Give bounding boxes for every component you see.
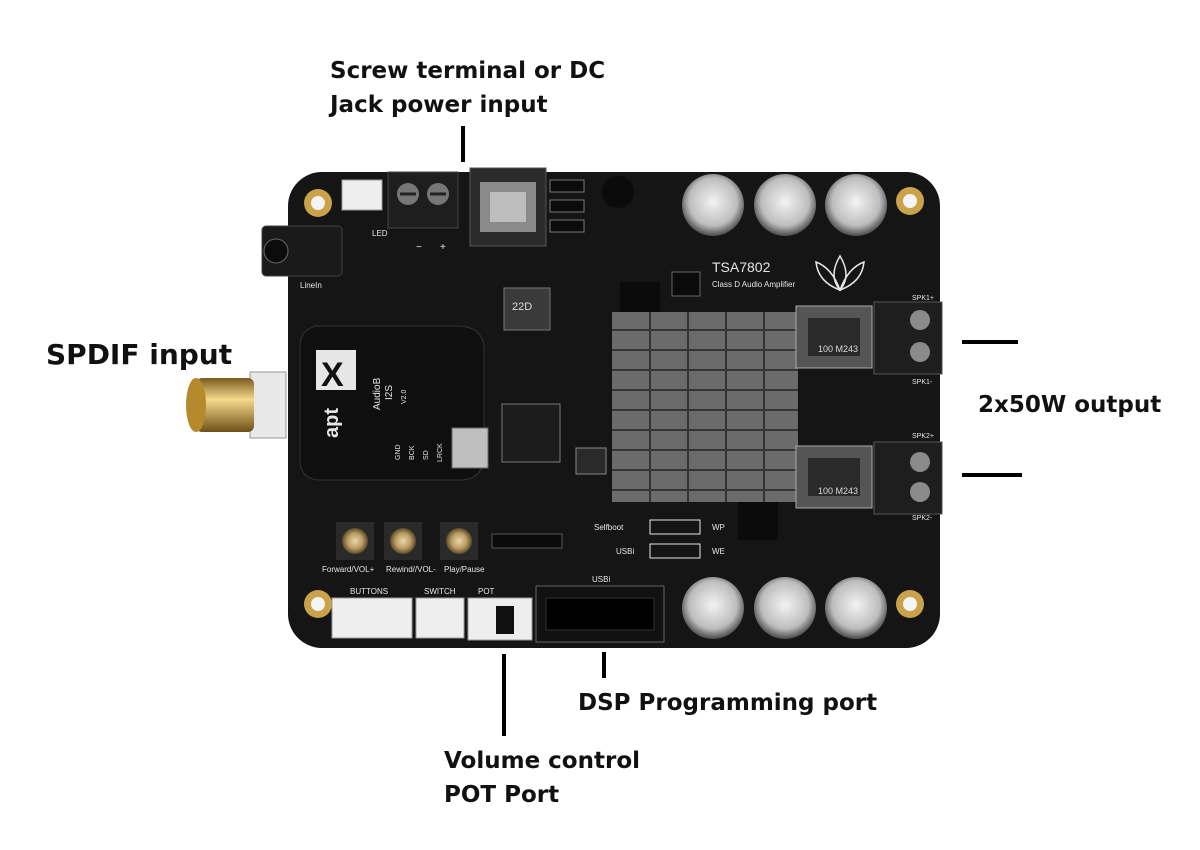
power-screw-terminal xyxy=(387,171,459,229)
usbi-header-label: USBi xyxy=(592,575,610,584)
spdif-rca-jack xyxy=(186,371,287,439)
output-inductor-bottom xyxy=(795,445,873,509)
linein-jack xyxy=(261,225,343,277)
power-input-callout: Screw terminal or DC Jack power input xyxy=(330,54,605,122)
inductor-top-label: 100 M243 xyxy=(818,344,858,354)
audiob-module: X xyxy=(299,325,485,481)
spdif-callout: SPDIF input xyxy=(46,338,233,371)
power-callout-line1: Screw terminal or DC xyxy=(330,58,606,84)
usbi-small-label: USBi xyxy=(616,547,634,556)
micro-usb-port xyxy=(451,427,489,469)
we-label: WE xyxy=(712,547,725,556)
linein-label: LineIn xyxy=(300,281,322,290)
svg-text:X: X xyxy=(321,356,344,394)
button-label-rewind: Rewind//VOL- xyxy=(386,565,436,574)
dsp-chip xyxy=(501,403,561,463)
power-plus: + xyxy=(440,242,446,253)
wp-label: WP xyxy=(712,523,725,532)
pot-label: POT xyxy=(478,587,495,596)
switch-connector xyxy=(415,597,465,639)
power-leader-line xyxy=(461,126,465,162)
inductor-22d-label: 22D xyxy=(512,301,532,313)
dsp-callout: DSP Programming port xyxy=(578,690,878,716)
mounting-holes xyxy=(304,187,924,618)
board-subtitle: Class D Audio Amplifier xyxy=(712,280,795,289)
output-leader-bottom xyxy=(962,473,1022,477)
volume-callout-line2: POT Port xyxy=(444,782,560,808)
button-label-play: Play/Pause xyxy=(444,565,485,574)
power-callout-line2: Jack power input xyxy=(330,92,548,118)
module-pin-1: GND xyxy=(395,444,402,460)
module-sub: I2S xyxy=(384,385,395,400)
dc-jack xyxy=(469,167,547,247)
output-capacitors-top xyxy=(682,174,887,236)
led-label: LED xyxy=(372,229,388,238)
speaker-terminal-2 xyxy=(873,441,943,515)
board-title: TSA7802 xyxy=(712,259,771,275)
volume-callout-line1: Volume control xyxy=(444,748,641,774)
power-minus: − xyxy=(416,242,422,253)
speaker-terminal-1 xyxy=(873,301,943,375)
module-pin-2: BCK xyxy=(409,445,416,460)
dsp-leader-line xyxy=(602,652,606,678)
module-brand: apt xyxy=(321,408,343,438)
spk1-minus-label: SPK1- xyxy=(912,379,933,386)
spk2-plus-label: SPK2+ xyxy=(912,433,934,440)
output-leader-top xyxy=(962,340,1018,344)
led-connector xyxy=(341,179,383,211)
module-ver: V2.0 xyxy=(401,389,408,404)
lotus-logo xyxy=(815,254,865,292)
spk2-minus-label: SPK2- xyxy=(912,515,933,522)
module-pin-3: SD xyxy=(423,450,430,460)
spk1-plus-label: SPK1+ xyxy=(912,295,934,302)
push-buttons xyxy=(336,522,478,560)
selfboot-label: Selfboot xyxy=(594,523,624,532)
inductor-22d xyxy=(503,287,551,331)
output-capacitors-bottom xyxy=(682,577,887,639)
volume-leader-line xyxy=(502,654,506,736)
buttons-label: BUTTONS xyxy=(350,587,388,596)
buttons-connector xyxy=(331,597,413,639)
output-inductor-top xyxy=(795,305,873,369)
button-label-forward: Forward/VOL+ xyxy=(322,565,375,574)
module-pin-4: LRCK xyxy=(437,443,444,462)
inductor-bottom-label: 100 M243 xyxy=(818,486,858,496)
output-callout: 2x50W output xyxy=(978,392,1162,418)
switch-label: SWITCH xyxy=(424,587,456,596)
heatsink xyxy=(612,312,798,502)
volume-callout: Volume control POT Port xyxy=(444,744,640,812)
module-name: AudioB xyxy=(372,377,383,410)
usbi-programming-header xyxy=(535,585,665,643)
